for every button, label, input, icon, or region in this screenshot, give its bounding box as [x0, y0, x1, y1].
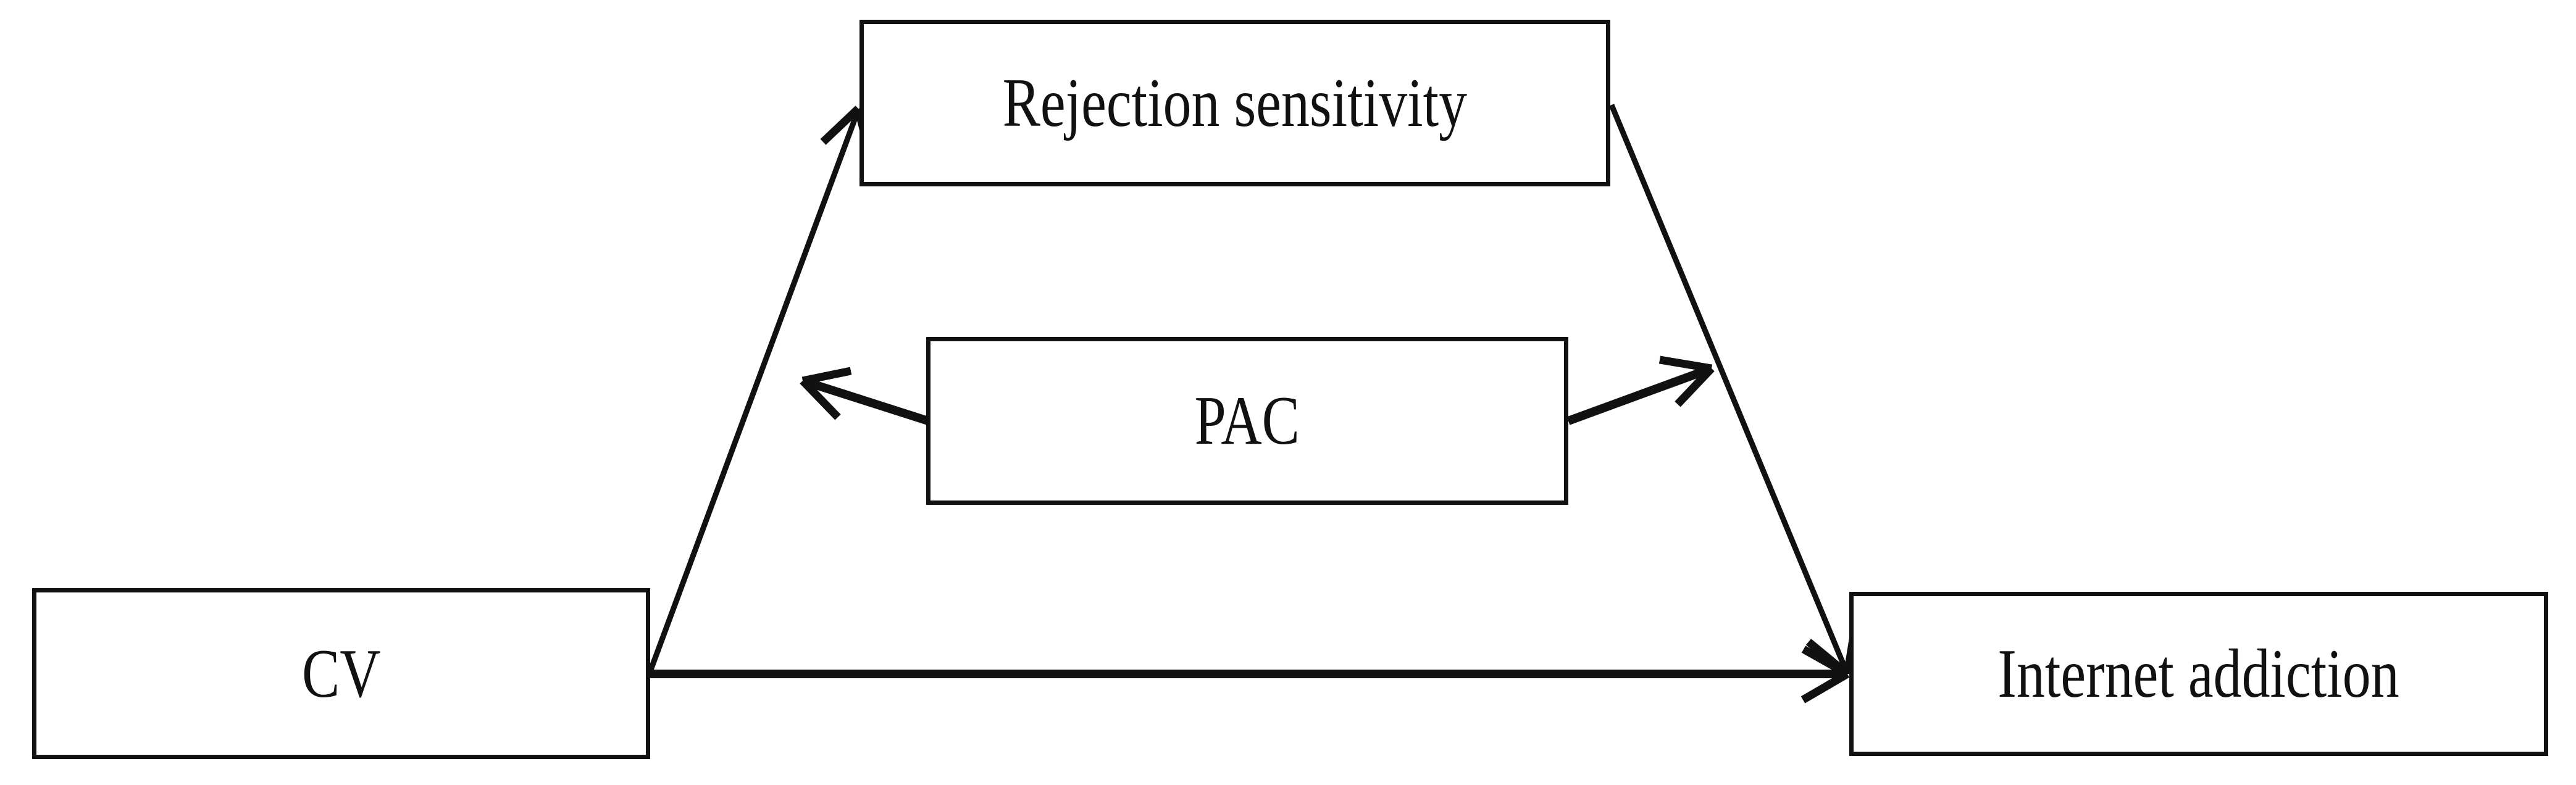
edge-pac-moderates-left-path	[800, 367, 930, 425]
node-label-internet-addiction: Internet addiction	[1997, 636, 2400, 712]
node-pac[interactable]: PAC	[926, 337, 1568, 505]
node-rejection-sensitivity[interactable]: Rejection sensitivity	[859, 20, 1610, 186]
edge-pac-moderates-right-path	[1566, 355, 1715, 425]
node-cv[interactable]: CV	[32, 588, 650, 759]
node-label-rejection-sensitivity: Rejection sensitivity	[1002, 65, 1468, 141]
node-label-pac: PAC	[1194, 383, 1300, 459]
edge-cv-to-internet-addiction	[650, 646, 1850, 704]
node-internet-addiction[interactable]: Internet addiction	[1849, 592, 2548, 756]
node-label-cv: CV	[301, 635, 381, 712]
